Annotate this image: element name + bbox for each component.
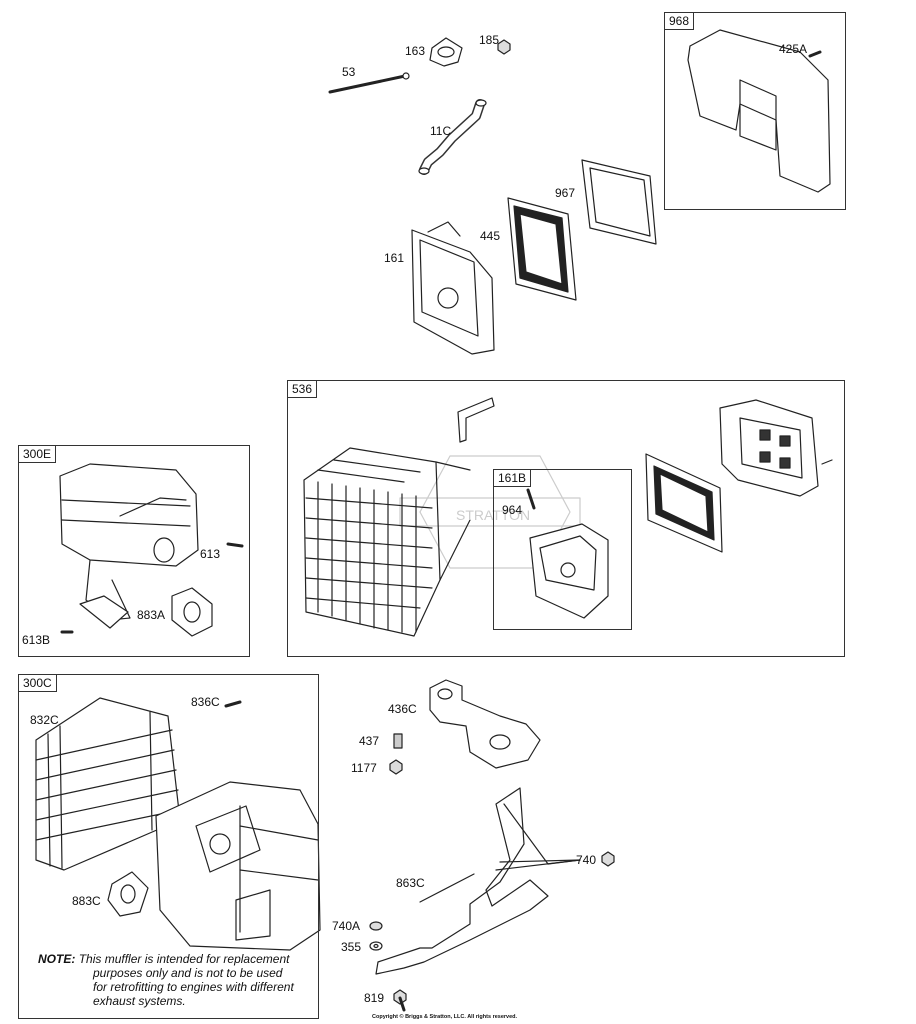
label-740A: 740A	[332, 919, 361, 933]
label-445: 445	[480, 229, 501, 243]
box-536: 536	[287, 380, 845, 657]
label-425A: 425A	[779, 42, 808, 56]
part-185-nut	[497, 39, 511, 55]
part-1177-nut	[389, 759, 403, 775]
label-883C: 883C	[72, 894, 101, 908]
label-613: 613	[200, 547, 221, 561]
label-437: 437	[359, 734, 380, 748]
copyright: Copyright © Briggs & Stratton, LLC. All …	[372, 1014, 518, 1020]
box-161B-tag: 161B	[493, 469, 532, 487]
part-161-base	[411, 221, 495, 355]
label-740: 740	[576, 853, 597, 867]
watermark-logo	[399, 455, 581, 569]
part-883A-gasket	[171, 587, 213, 637]
part-883C-gasket	[107, 871, 149, 917]
note-line-4: exhaust systems.	[93, 994, 186, 1008]
part-536-bracket	[457, 397, 495, 443]
note-prefix: NOTE:	[38, 952, 76, 966]
box-968-tag: 968	[664, 12, 695, 30]
label-163: 163	[405, 44, 426, 58]
label-832C: 832C	[30, 713, 59, 727]
label-436C: 436C	[388, 702, 417, 716]
label-185: 185	[479, 33, 500, 47]
part-819-bolt	[393, 989, 407, 1012]
part-536-filter	[645, 453, 723, 553]
label-836C: 836C	[191, 695, 220, 709]
box-968: 968	[664, 12, 846, 210]
box-300E: 300E	[18, 445, 250, 657]
note-line-2: purposes only and is not to be used	[93, 966, 283, 980]
muffler-note: NOTE: This muffler is intended for repla…	[38, 952, 313, 1008]
label-863C: 863C	[396, 876, 425, 890]
label-964: 964	[502, 503, 523, 517]
note-line-1: This muffler is intended for replacement	[78, 952, 290, 966]
label-883A: 883A	[137, 608, 166, 622]
part-536-cover	[719, 399, 833, 497]
part-53-rod	[328, 72, 410, 94]
label-161: 161	[384, 251, 405, 265]
box-536-tag: 536	[287, 380, 318, 398]
label-819: 819	[364, 991, 385, 1005]
part-832C-guard	[35, 697, 181, 871]
part-445-filter	[507, 197, 577, 301]
label-613B: 613B	[22, 633, 51, 647]
part-300C-muffler	[155, 700, 321, 951]
part-967-filter	[581, 159, 657, 245]
box-300E-tag: 300E	[18, 445, 57, 463]
label-967: 967	[555, 186, 576, 200]
box-300C: 300C	[18, 674, 319, 1019]
part-437-screw	[393, 733, 403, 749]
part-863C-bracket	[375, 787, 615, 975]
part-740A-nut	[369, 921, 383, 931]
label-53: 53	[342, 65, 356, 79]
part-161B-base	[526, 488, 609, 619]
box-300C-tag: 300C	[18, 674, 57, 692]
label-1177: 1177	[351, 761, 377, 775]
part-436C-elbow	[429, 679, 541, 769]
part-536-wire-guard	[303, 447, 471, 637]
part-11C-tube	[418, 99, 487, 175]
part-355-washer	[369, 941, 383, 951]
box-161B: 161B	[493, 469, 632, 630]
part-163-gasket	[429, 37, 463, 67]
label-355: 355	[341, 940, 362, 954]
part-300E-muffler	[59, 463, 244, 634]
part-968-shroud	[687, 29, 831, 193]
note-line-3: for retrofitting to engines with differe…	[93, 980, 294, 994]
label-11C: 11C	[430, 124, 452, 138]
